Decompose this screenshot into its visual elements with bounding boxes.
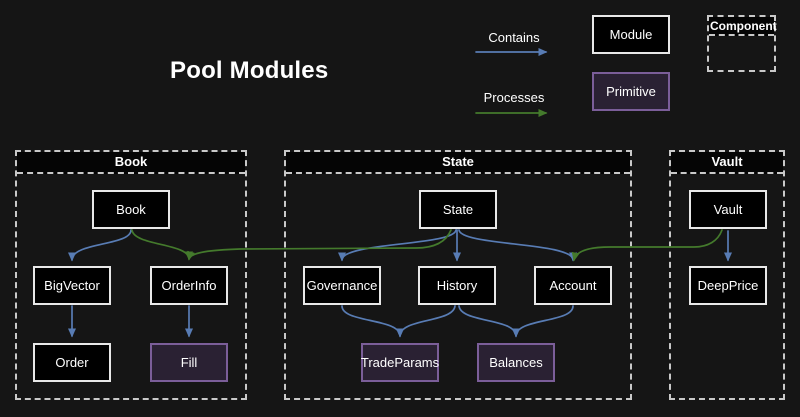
- node-deepprice: DeepPrice: [689, 266, 767, 305]
- container-state-header: State: [286, 152, 630, 174]
- node-account: Account: [534, 266, 612, 305]
- legend-component-box: Component: [707, 15, 777, 72]
- node-order: Order: [33, 343, 111, 382]
- legend-processes-label: Processes: [483, 90, 545, 105]
- legend-component-label: Component: [709, 17, 777, 36]
- node-bigvector: BigVector: [33, 266, 111, 305]
- node-fill: Fill: [150, 343, 228, 382]
- node-orderinfo: OrderInfo: [150, 266, 228, 305]
- container-book: Book: [15, 150, 247, 400]
- node-balances: Balances: [477, 343, 555, 382]
- page-title: Pool Modules: [170, 57, 329, 84]
- node-tradeparams: TradeParams: [361, 343, 439, 382]
- node-book: Book: [92, 190, 170, 229]
- node-state: State: [419, 190, 497, 229]
- legend-contains-label: Contains: [488, 30, 540, 45]
- container-vault-header: Vault: [671, 152, 783, 174]
- node-history: History: [418, 266, 496, 305]
- container-book-header: Book: [17, 152, 245, 174]
- legend-module-box: Module: [592, 15, 670, 54]
- legend-primitive-box: Primitive: [592, 72, 670, 111]
- node-governance: Governance: [303, 266, 381, 305]
- node-vault: Vault: [689, 190, 767, 229]
- container-state: State: [284, 150, 632, 400]
- container-vault: Vault: [669, 150, 785, 400]
